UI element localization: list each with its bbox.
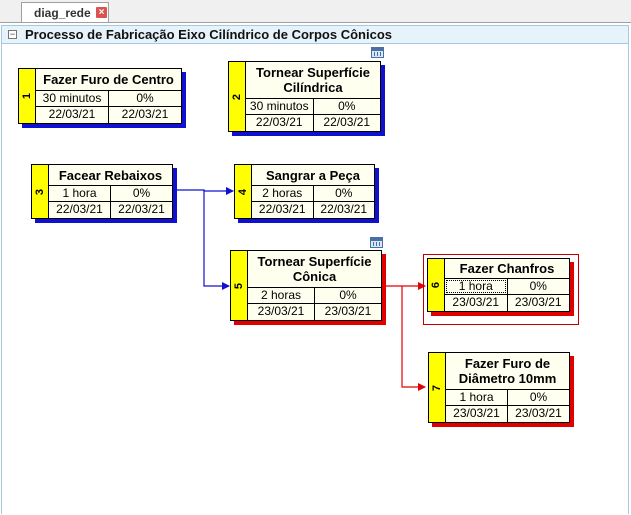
task-start: 23/03/21 (452, 295, 500, 309)
task-duration: 30 minutos (42, 91, 102, 105)
task-id-bar: 7 (429, 353, 446, 422)
task-finish: 23/03/21 (507, 406, 569, 422)
task-duration: 2 horas (262, 186, 303, 200)
task-node-1[interactable]: 1 Fazer Furo de Centro 30 minutos 0% 22/0… (18, 68, 182, 124)
task-finish: 22/03/21 (110, 202, 172, 218)
task-progress: 0% (108, 91, 181, 106)
task-progress: 0% (110, 186, 172, 201)
task-start: 23/03/21 (453, 406, 500, 420)
task-duration: 1 hora (459, 390, 494, 404)
task-duration: 1 hora (62, 186, 97, 200)
task-start: 22/03/21 (255, 115, 303, 129)
calendar-icon (370, 237, 383, 248)
task-node-5[interactable]: 5 Tornear Superfície Cônica 2 horas 0% 23… (230, 250, 382, 321)
task-node-4[interactable]: 4 Sangrar a Peça 2 horas 0% 22/03/21 22/03… (234, 164, 375, 219)
link-3-to-4 (173, 187, 234, 195)
task-start: 22/03/21 (48, 107, 96, 121)
task-finish: 22/03/21 (312, 115, 381, 131)
task-progress: 0% (507, 390, 569, 405)
task-finish: 23/03/21 (506, 295, 570, 311)
task-name: Fazer Furo de Centro (36, 69, 181, 91)
task-name: Sangrar a Peça (252, 165, 374, 186)
task-id-bar: 1 (19, 69, 36, 123)
task-id-bar: 3 (32, 165, 49, 218)
link-5-to-7 (401, 286, 426, 391)
task-finish: 22/03/21 (108, 107, 181, 123)
task-finish: 22/03/21 (312, 202, 375, 218)
task-name: Facear Rebaixos (49, 165, 172, 186)
task-finish: 23/03/21 (314, 304, 381, 320)
project-header: − Processo de Fabricação Eixo Cilíndrico… (1, 25, 629, 44)
task-node-2[interactable]: 2 Tornear Superfície Cilíndrica 30 minut… (228, 61, 381, 132)
calendar-icon (371, 47, 384, 58)
link-3-to-5 (203, 190, 230, 290)
network-diagram-canvas (1, 44, 629, 514)
document-tab-bar: diag_rede × (0, 0, 631, 23)
task-duration[interactable]: 1 hora (445, 279, 507, 294)
task-id-bar: 6 (428, 259, 445, 311)
task-progress: 0% (506, 279, 570, 294)
task-id-bar: 2 (229, 62, 246, 131)
task-name: Fazer Furo de Diâmetro 10mm (446, 353, 569, 390)
task-id-bar: 4 (235, 165, 252, 218)
task-progress: 0% (314, 288, 381, 303)
task-name: Tornear Superfície Cônica (248, 251, 381, 288)
tab-label: diag_rede (34, 6, 91, 20)
selection-frame (423, 254, 579, 325)
task-node-3[interactable]: 3 Facear Rebaixos 1 hora 0% 22/03/21 22/03… (31, 164, 173, 219)
task-name: Tornear Superfície Cilíndrica (246, 62, 380, 99)
task-duration: 2 horas (260, 288, 302, 302)
task-id-bar: 5 (231, 251, 248, 320)
task-node-7[interactable]: 7 Fazer Furo de Diâmetro 10mm 1 hora 0% 2… (428, 352, 570, 423)
task-name: Fazer Chanfros (445, 259, 569, 279)
task-start: 22/03/21 (258, 202, 306, 216)
close-icon[interactable]: × (96, 7, 107, 18)
project-title: Processo de Fabricação Eixo Cilíndrico d… (25, 27, 392, 42)
task-duration: 30 minutos (249, 99, 309, 113)
task-progress: 0% (312, 186, 375, 201)
tab-diag-rede[interactable]: diag_rede × (21, 2, 109, 22)
task-start: 23/03/21 (257, 304, 305, 318)
task-start: 22/03/21 (56, 202, 103, 216)
collapse-toggle[interactable]: − (8, 29, 17, 39)
task-progress: 0% (312, 99, 381, 114)
